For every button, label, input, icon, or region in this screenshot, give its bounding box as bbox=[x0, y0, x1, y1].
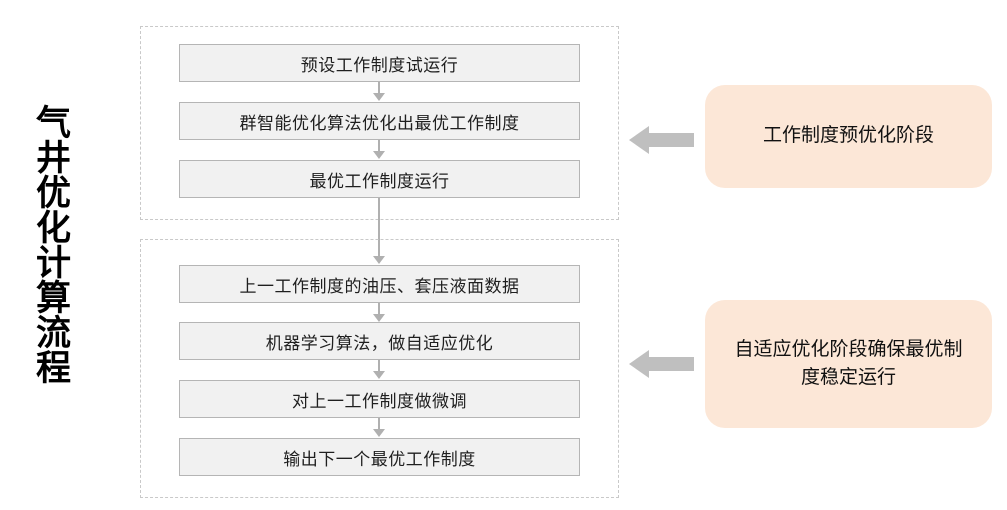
connector-line-between-groups bbox=[378, 198, 380, 258]
callout-adaptive-optimization[interactable]: 自适应优化阶段确保最优制度稳定运行 bbox=[705, 300, 992, 428]
step-box[interactable]: 预设工作制度试运行 bbox=[179, 44, 580, 82]
connector-line bbox=[378, 303, 380, 316]
step-box[interactable]: 最优工作制度运行 bbox=[179, 160, 580, 198]
page-title: 气井优化计算流程 bbox=[31, 104, 70, 384]
step-box[interactable]: 上一工作制度的油压、套压液面数据 bbox=[179, 265, 580, 303]
callout-pre-optimization[interactable]: 工作制度预优化阶段 bbox=[705, 85, 992, 188]
down-arrow-icon bbox=[373, 151, 385, 159]
down-arrow-icon bbox=[373, 429, 385, 437]
left-block-arrow-icon bbox=[629, 126, 694, 154]
down-arrow-icon bbox=[373, 256, 385, 264]
left-block-arrow-icon bbox=[629, 350, 694, 378]
down-arrow-icon bbox=[373, 93, 385, 101]
group-container-adaptive-optimization bbox=[140, 239, 619, 498]
step-box[interactable]: 输出下一个最优工作制度 bbox=[179, 438, 580, 476]
step-box[interactable]: 机器学习算法，做自适应优化 bbox=[179, 322, 580, 360]
connector-line bbox=[378, 418, 380, 431]
down-arrow-icon bbox=[373, 371, 385, 379]
connector-line bbox=[378, 360, 380, 373]
step-box[interactable]: 对上一工作制度做微调 bbox=[179, 380, 580, 418]
connector-line bbox=[378, 82, 380, 95]
step-box[interactable]: 群智能优化算法优化出最优工作制度 bbox=[179, 102, 580, 140]
down-arrow-icon bbox=[373, 314, 385, 322]
connector-line bbox=[378, 140, 380, 153]
